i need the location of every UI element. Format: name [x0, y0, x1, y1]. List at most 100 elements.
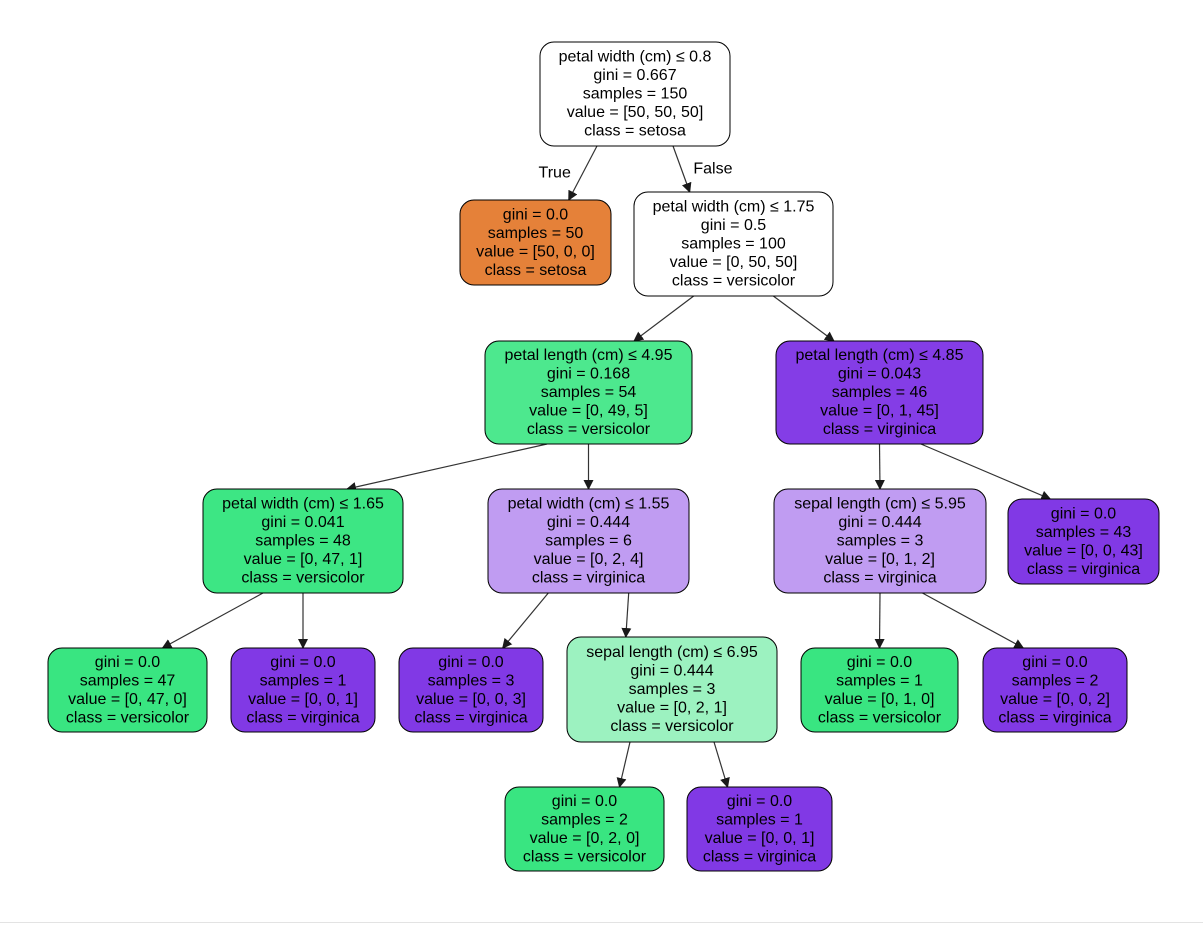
tree-edge — [874, 443, 885, 490]
node-text-line: value = [0, 0, 1] — [248, 691, 358, 708]
node-text-line: petal width (cm) ≤ 1.75 — [653, 199, 815, 216]
node-text-line: samples = 6 — [545, 533, 632, 550]
node-text-line: samples = 47 — [80, 672, 176, 689]
node-text-line: samples = 48 — [255, 533, 351, 550]
node-text-line: petal width (cm) ≤ 1.65 — [222, 496, 384, 513]
node-text-line: gini = 0.0 — [1022, 654, 1087, 671]
node-text-line: class = setosa — [485, 262, 587, 279]
node-text-line: gini = 0.168 — [547, 366, 630, 383]
node-text-line: class = virginica — [998, 709, 1111, 726]
node-text-line: value = [0, 1, 2] — [825, 551, 935, 568]
node-box — [230, 647, 376, 733]
node-text-line: samples = 3 — [629, 681, 716, 698]
node-text-line: gini = 0.0 — [270, 654, 335, 671]
node-text-line: petal width (cm) ≤ 0.8 — [559, 49, 712, 66]
node-text-line: value = [0, 0, 2] — [1000, 691, 1110, 708]
node-text-line: samples = 2 — [541, 811, 628, 828]
node-text-line: class = versicolor — [672, 273, 796, 290]
tree-edge — [772, 295, 835, 342]
node-box — [633, 191, 834, 297]
node-text-line: value = [0, 47, 1] — [244, 551, 363, 568]
node-text-line: class = virginica — [414, 709, 527, 726]
node-box — [686, 786, 833, 872]
node-text-line: value = [0, 2, 1] — [617, 700, 727, 717]
node-text-line: gini = 0.667 — [593, 67, 676, 84]
node-text-line: gini = 0.0 — [503, 206, 568, 223]
node-text-line: samples = 43 — [1036, 524, 1132, 541]
node-text-line: gini = 0.0 — [847, 654, 912, 671]
node-box — [459, 199, 612, 286]
node-box — [398, 647, 544, 733]
tree-edge — [621, 592, 632, 638]
tree-edge — [713, 741, 730, 788]
node-text-line: value = [0, 50, 50] — [670, 254, 798, 271]
node-box — [800, 647, 959, 733]
tree-edge — [616, 741, 631, 788]
node-text-line: value = [0, 47, 0] — [68, 691, 187, 708]
node-box — [773, 488, 987, 594]
node-text-line: samples = 3 — [428, 672, 515, 689]
node-box — [539, 41, 731, 147]
node-text-line: gini = 0.043 — [838, 366, 921, 383]
bottom-divider — [0, 922, 1203, 923]
tree-edge — [920, 443, 1052, 501]
node-text-line: class = virginica — [823, 570, 936, 587]
tree-edge — [161, 592, 264, 649]
edge-label: False — [693, 161, 732, 178]
node-text-line: petal width (cm) ≤ 1.55 — [508, 496, 670, 513]
node-text-line: class = virginica — [823, 421, 936, 438]
tree-edge — [633, 295, 695, 342]
node-text-line: gini = 0.0 — [95, 654, 160, 671]
node-text-line: value = [0, 2, 0] — [530, 830, 640, 847]
node-box — [484, 340, 693, 445]
tree-edge — [922, 592, 1025, 649]
node-text-line: class = versicolor — [66, 709, 190, 726]
node-box — [487, 488, 690, 594]
node-text-line: class = virginica — [703, 848, 816, 865]
node-text-line: gini = 0.0 — [1051, 505, 1116, 522]
tree-edge — [346, 443, 548, 492]
node-text-line: samples = 1 — [260, 672, 347, 689]
node-text-line: samples = 150 — [583, 86, 688, 103]
node-text-line: samples = 1 — [716, 811, 803, 828]
node-text-line: class = versicolor — [523, 848, 647, 865]
tree-edge — [568, 145, 598, 201]
node-text-line: gini = 0.5 — [701, 217, 766, 234]
node-text-line: value = [50, 50, 50] — [567, 104, 704, 121]
tree-edge — [874, 592, 885, 649]
node-text-line: samples = 46 — [832, 384, 928, 401]
node-text-line: value = [0, 1, 45] — [820, 403, 939, 420]
node-text-line: gini = 0.444 — [838, 514, 921, 531]
node-text-line: class = versicolor — [527, 421, 651, 438]
node-text-line: value = [0, 0, 1] — [705, 830, 815, 847]
node-text-line: class = virginica — [246, 709, 359, 726]
node-text-line: value = [0, 49, 5] — [529, 403, 648, 420]
node-text-line: value = [0, 0, 3] — [416, 691, 526, 708]
node-text-line: value = [0, 0, 43] — [1024, 542, 1143, 559]
node-text-line: gini = 0.0 — [727, 793, 792, 810]
node-text-line: samples = 100 — [681, 236, 786, 253]
node-text-line: samples = 50 — [488, 225, 584, 242]
node-text-line: samples = 2 — [1012, 672, 1099, 689]
tree-edge — [502, 592, 549, 649]
node-box — [47, 647, 208, 733]
node-text-line: gini = 0.444 — [547, 514, 630, 531]
node-text-line: sepal length (cm) ≤ 5.95 — [794, 496, 966, 513]
node-text-line: class = versicolor — [610, 718, 734, 735]
node-text-line: petal length (cm) ≤ 4.85 — [796, 347, 964, 364]
node-text-line: samples = 1 — [836, 672, 923, 689]
